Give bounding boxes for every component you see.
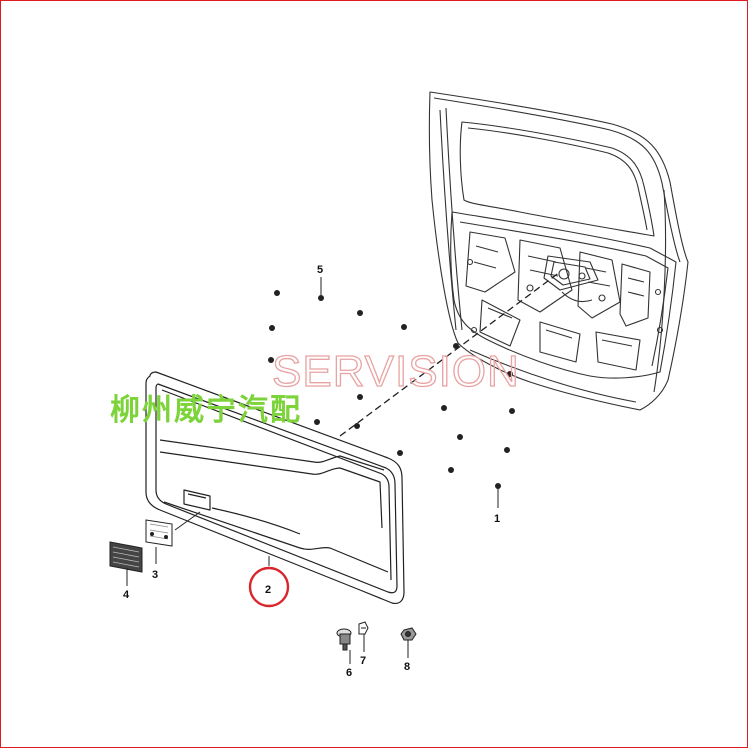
clip-dot — [495, 483, 501, 489]
callout-1: 1 — [494, 513, 500, 525]
callout-3: 3 — [152, 569, 158, 581]
callout-5: 5 — [317, 264, 323, 276]
clip-dot — [397, 450, 403, 456]
clip-fasteners — [268, 290, 515, 489]
clip-dot — [453, 343, 459, 349]
callout-7: 7 — [360, 655, 366, 667]
callout-2: 2 — [265, 584, 271, 596]
clip-dot — [318, 295, 324, 301]
watermark-chinese: 柳州威宁汽配 — [110, 393, 302, 428]
clip-dot — [401, 324, 407, 330]
clip-dot — [274, 290, 280, 296]
clip-dot — [268, 357, 274, 363]
part-8-nut — [400, 627, 417, 641]
clip-dot — [507, 371, 513, 377]
callout-4: 4 — [123, 589, 130, 601]
clip-dot — [269, 325, 275, 331]
part-7-clip — [358, 621, 369, 635]
alignment-leader-line — [339, 271, 561, 437]
liftgate-trim-panel — [145, 371, 405, 605]
part-3-bracket — [145, 519, 173, 547]
part-6-screw — [336, 628, 352, 651]
leader-3-link — [174, 511, 201, 531]
part-4-vent — [109, 541, 143, 573]
callout-leaders — [126, 277, 499, 664]
clip-dot — [509, 408, 515, 414]
clip-dot — [504, 447, 510, 453]
clip-dot — [441, 405, 447, 411]
watermark-servision: SERVISION — [272, 347, 520, 396]
clip-dot — [314, 419, 320, 425]
callout-8: 8 — [404, 661, 410, 673]
highlight-ring — [248, 566, 290, 608]
clip-dot — [357, 310, 363, 316]
clip-dot — [457, 434, 463, 440]
clip-dot — [357, 394, 363, 400]
clip-dot — [448, 467, 454, 473]
callout-6: 6 — [346, 667, 352, 679]
clip-dot — [354, 423, 360, 429]
liftgate-outline — [428, 91, 689, 411]
